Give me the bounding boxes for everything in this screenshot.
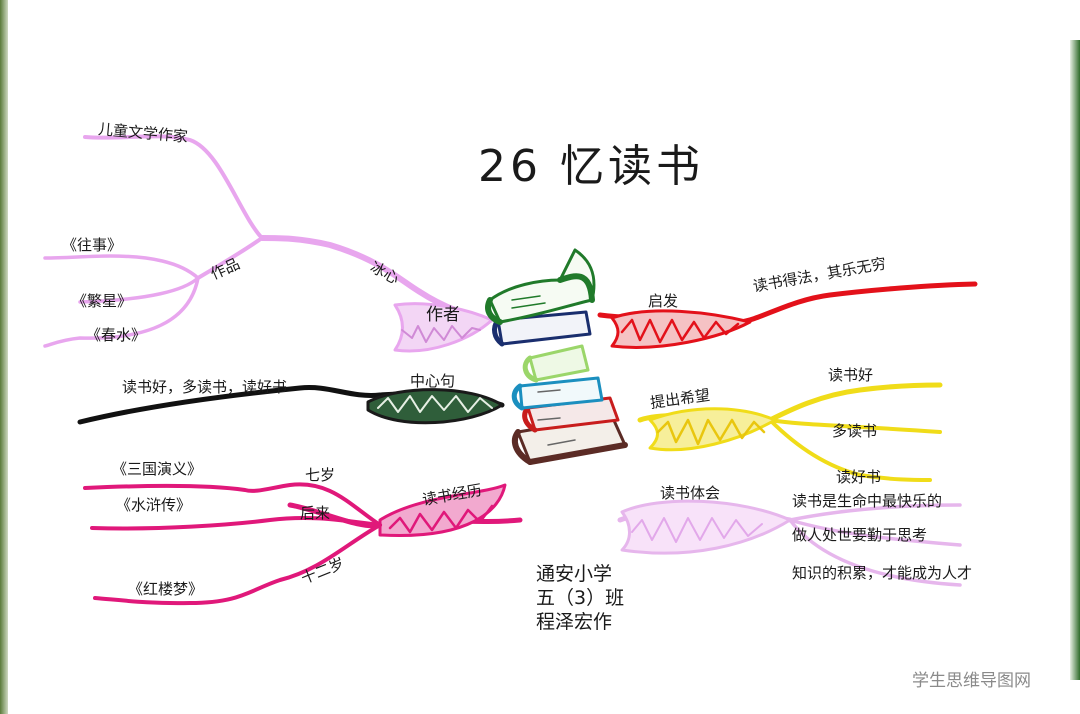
- signature-author: 程泽宏作: [536, 611, 613, 633]
- branch-inspiration: [597, 281, 978, 349]
- node-central: 中心句: [410, 372, 456, 390]
- hope-item: 读书好: [828, 366, 874, 384]
- page-title: 26 忆读书: [478, 141, 704, 192]
- node-inspiration: 启发: [648, 292, 679, 310]
- signature-class: 五（3）班: [536, 587, 625, 609]
- node-insight: 读书体会: [660, 484, 721, 502]
- work-item: 《繁星》: [72, 292, 133, 310]
- stage-book: 《红楼梦》: [128, 580, 204, 598]
- node-author: 作者: [426, 305, 460, 325]
- insight-item: 读书是生命中最快乐的: [792, 492, 943, 510]
- paper-edge-left: [0, 0, 8, 714]
- hope-item: 读好书: [836, 468, 882, 486]
- branch-insight: [617, 499, 962, 587]
- signature: 通安小学 五（3）班 程泽宏作: [536, 562, 636, 634]
- branch-author: [43, 134, 494, 353]
- watermark: 学生思维导图网: [912, 671, 1031, 691]
- signature-school: 通安小学: [536, 563, 613, 585]
- stage-book: 《水浒传》: [116, 496, 192, 514]
- work-item: 《往事》: [62, 236, 123, 254]
- central-sentence: 读书好，多读书，读好书: [122, 378, 288, 396]
- hope-item: 多读书: [832, 422, 878, 440]
- branch-experience: [83, 482, 523, 606]
- insight-item: 做人处世要勤于思考: [792, 526, 928, 544]
- work-item: 《春水》: [86, 326, 147, 344]
- stage-age: 七岁: [305, 466, 336, 484]
- book-stack: [485, 248, 628, 465]
- branch-central: [77, 385, 505, 425]
- paper-edge-right: [1070, 40, 1080, 680]
- stage-book: 《三国演义》: [112, 460, 203, 478]
- branch-hope: [637, 382, 943, 482]
- stage-age: 后来: [300, 504, 331, 522]
- insight-item: 知识的积累，才能成为人才: [792, 564, 973, 582]
